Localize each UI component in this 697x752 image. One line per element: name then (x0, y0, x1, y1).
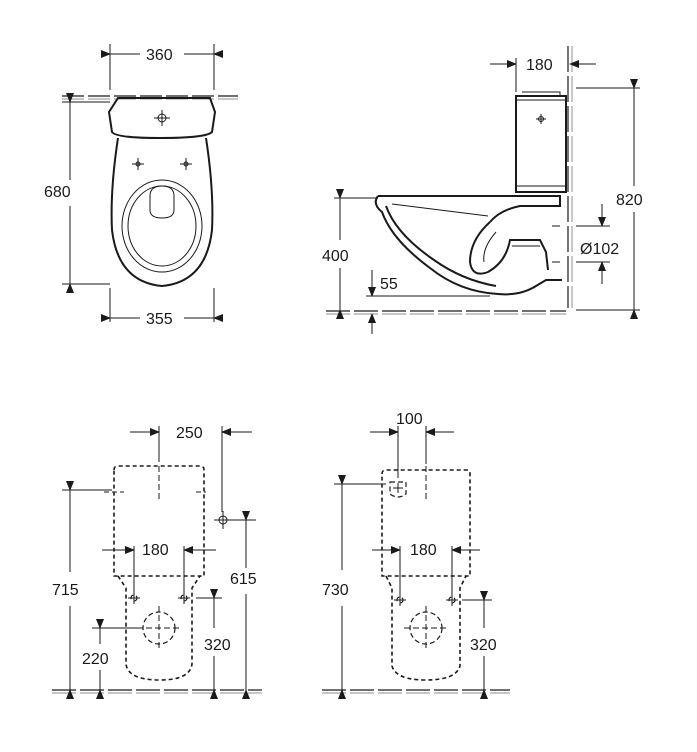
outlet-icon (404, 606, 448, 650)
flush-button-icon (536, 114, 546, 124)
dim-fixing-180: 180 (142, 542, 169, 559)
front-view-b: 100 180 730 320 (322, 411, 510, 699)
dim-depth: 680 (44, 184, 71, 201)
dim-height-220: 220 (82, 651, 109, 668)
dim-height-320: 320 (470, 637, 497, 654)
dim-seat-height: 400 (322, 248, 349, 265)
dim-top-width: 360 (146, 47, 173, 64)
flush-button-icon (154, 110, 170, 126)
dim-width-100: 100 (396, 411, 423, 428)
water-inlet-icon (389, 481, 407, 498)
dim-height-615: 615 (230, 571, 257, 588)
dim-fixing-180: 180 (410, 542, 437, 559)
dim-height-730: 730 (322, 582, 349, 599)
dim-height-320: 320 (204, 637, 231, 654)
fixing-point-icon (132, 158, 144, 170)
dim-bottom-width: 355 (146, 311, 173, 328)
side-view: 180 820 400 55 Ø102 (322, 46, 643, 334)
outlet-icon (137, 606, 181, 650)
dim-width-250: 250 (176, 425, 203, 442)
dim-height-715: 715 (52, 582, 79, 599)
front-view-a: 250 180 715 615 320 220 (52, 425, 262, 699)
dim-total-height: 820 (616, 192, 643, 209)
fixing-point-icon (180, 158, 192, 170)
dim-outlet-height: 55 (380, 276, 398, 293)
dim-cistern-depth: 180 (526, 57, 553, 74)
top-view: 360 680 355 (44, 44, 238, 328)
dim-outlet-diameter: Ø102 (580, 241, 619, 258)
